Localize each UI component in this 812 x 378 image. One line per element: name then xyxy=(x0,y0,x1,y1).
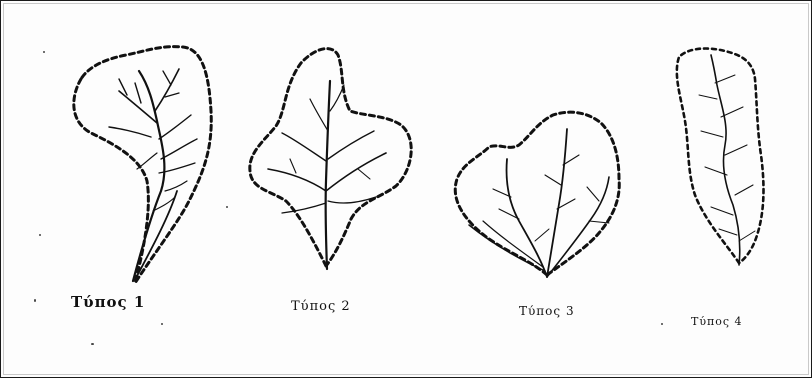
caption-type-2: Τύπος 2 xyxy=(291,299,351,314)
scan-speck xyxy=(43,51,45,53)
scan-speck xyxy=(91,343,94,345)
leaf-type-3-drawing xyxy=(449,109,634,284)
leaf-type-1-drawing xyxy=(61,41,221,291)
leaf-type-2-drawing xyxy=(246,41,421,281)
caption-type-3: Τύπος 3 xyxy=(519,304,575,318)
leaf-type-4-drawing xyxy=(669,45,779,275)
scan-speck xyxy=(226,206,228,208)
scan-speck xyxy=(661,323,663,325)
scan-speck xyxy=(39,234,41,236)
scan-speck xyxy=(161,323,163,325)
scan-speck xyxy=(34,299,36,302)
caption-type-1: Τύπος 1 xyxy=(71,293,145,311)
caption-type-4: Τύπος 4 xyxy=(691,315,743,328)
